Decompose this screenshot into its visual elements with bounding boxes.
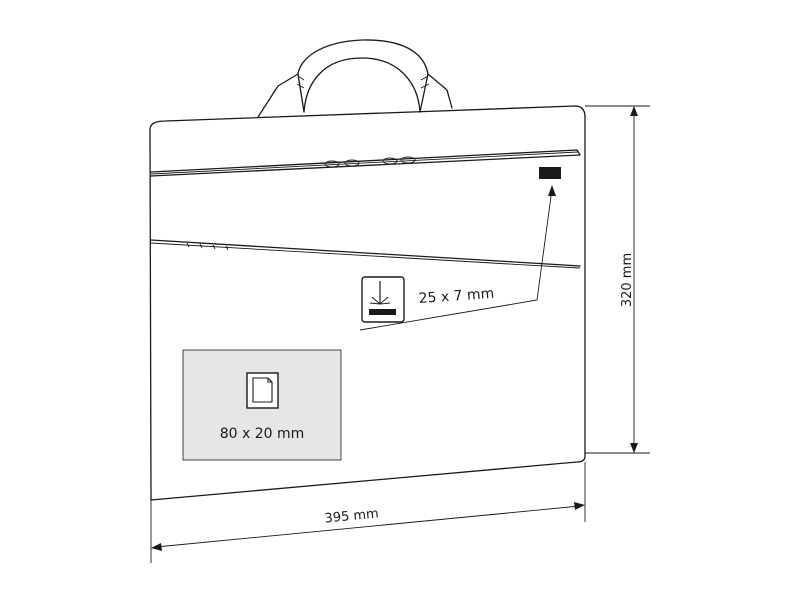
label-sticker-icon (246, 372, 279, 409)
engraving-plate (539, 167, 561, 179)
zipper-pulls (324, 156, 416, 168)
top-zip-pocket (150, 149, 581, 179)
engraving-size-label: 25 x 7 mm (418, 286, 495, 307)
laser-engraving-icon (361, 276, 405, 323)
bag-body (149, 105, 586, 501)
width-label: 395 mm (324, 506, 379, 526)
height-label: 320 mm (620, 253, 635, 307)
height-dimension: 320 mm (585, 105, 650, 454)
sticker-size-label: 80 x 20 mm (220, 426, 305, 442)
width-dimension: 395 mm (150, 462, 586, 563)
engraving-callout (359, 185, 556, 331)
bag-handle (257, 39, 453, 118)
sticker-print-zone: 80 x 20 mm (182, 349, 342, 461)
front-pocket (150, 239, 581, 269)
